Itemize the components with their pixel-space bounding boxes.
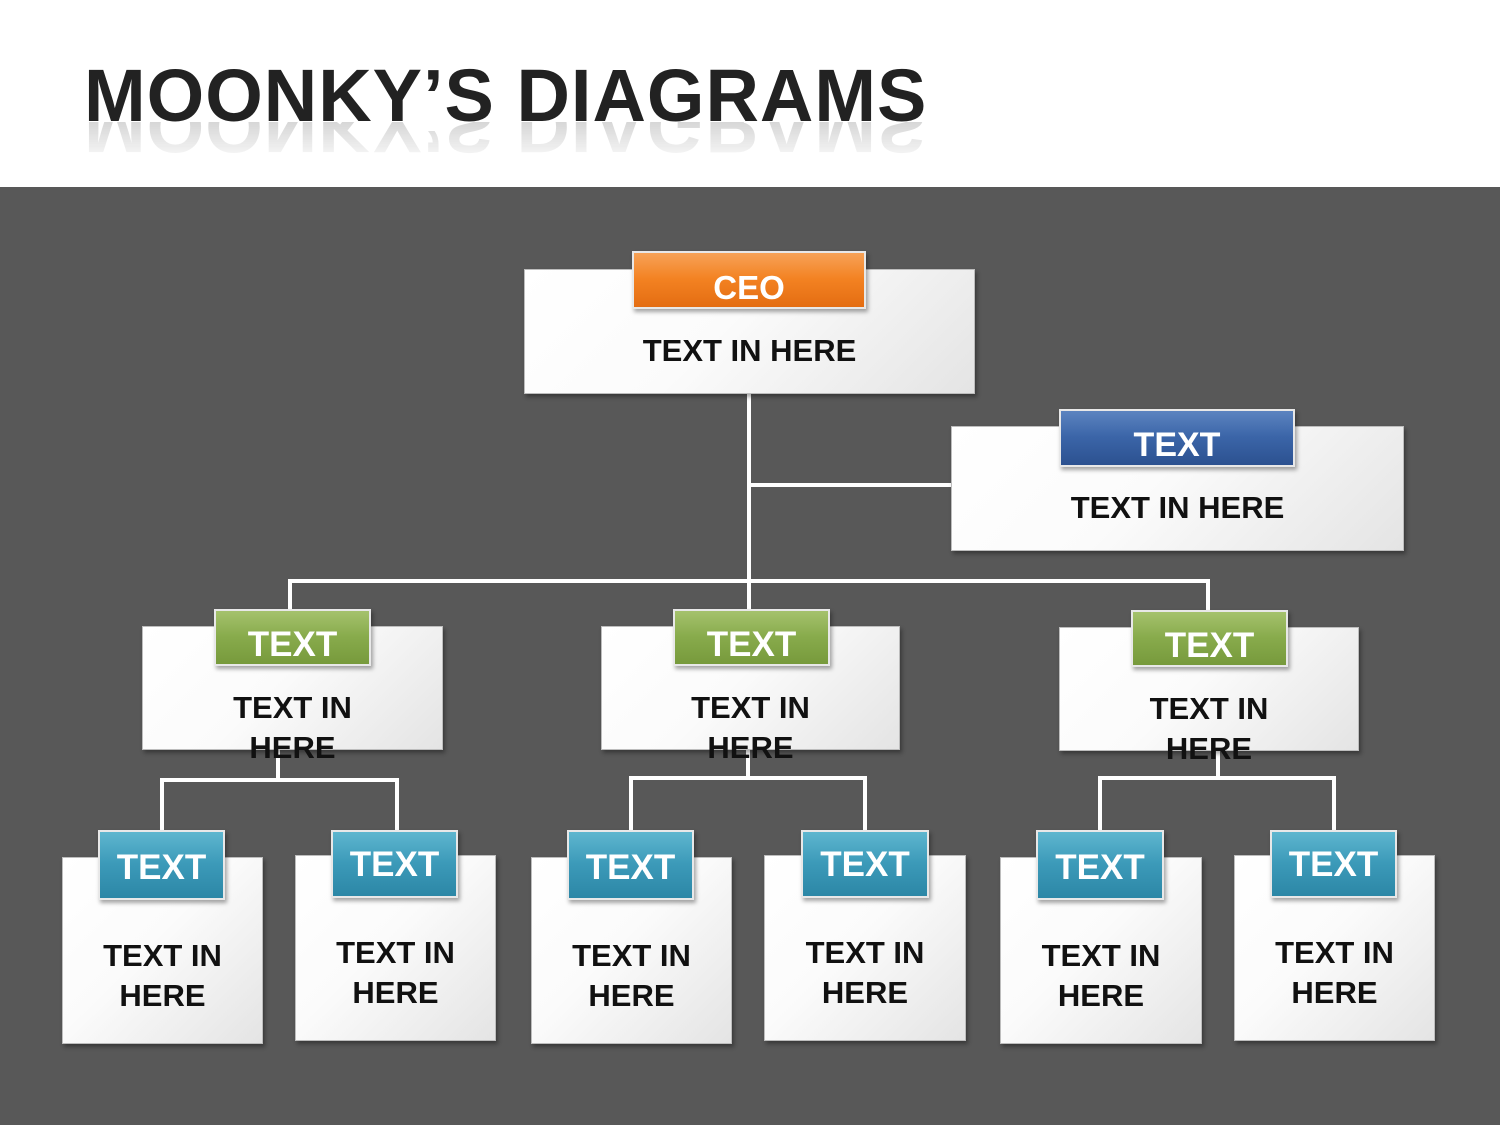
manager-tag-3: TEXT [1131, 610, 1288, 667]
staff-tag-3: TEXT [567, 830, 694, 900]
manager-tag-1: TEXT [214, 609, 371, 666]
staff-box-6: TEXT IN HERE [1234, 855, 1435, 1041]
manager-text-2-line1: TEXT IN [691, 690, 810, 725]
manager-text-3-line2: HERE [1165, 731, 1253, 766]
manager-text-2-line2: HERE [707, 730, 794, 765]
staff-text-5-line2: HERE [1057, 978, 1145, 1013]
staff-text-6-line2: HERE [1291, 975, 1378, 1010]
manager-box-3: TEXT IN HERE [1059, 627, 1359, 766]
staff-text-5-line1: TEXT IN [1041, 938, 1161, 973]
staff-text-4-line2: HERE [821, 975, 909, 1010]
staff-tag-2: TEXT [331, 830, 458, 898]
staff-text-4-line1: TEXT IN [805, 935, 925, 970]
staff-tag-4: TEXT [801, 830, 929, 898]
staff-text-3-line2: HERE [588, 978, 675, 1013]
title-group: MOONKY’S DIAGRAMS MOONKY’S DIAGRAMS [84, 54, 928, 167]
staff-text-2-line1: TEXT IN [336, 935, 455, 970]
assistant-tag: TEXT [1059, 409, 1295, 467]
staff-tag-1: TEXT [98, 830, 225, 900]
staff-text-3-line1: TEXT IN [572, 938, 691, 973]
assistant-text: TEXT IN HERE [1070, 490, 1285, 525]
staff-text-2-line2: HERE [352, 975, 439, 1010]
slide-header: MOONKY’S DIAGRAMS MOONKY’S DIAGRAMS [0, 0, 1500, 187]
manager-box-1: TEXT IN HERE [142, 626, 443, 765]
manager-text-1-line2: HERE [249, 730, 336, 765]
staff-box-5: TEXT IN HERE [1000, 857, 1202, 1044]
ceo-text: TEXT IN HERE [642, 333, 857, 368]
staff-text-1-line1: TEXT IN [103, 938, 222, 973]
manager-text-3-line1: TEXT IN [1149, 691, 1269, 726]
staff-text-6-line1: TEXT IN [1275, 935, 1394, 970]
staff-text-1-line2: HERE [119, 978, 206, 1013]
staff-tag-6: TEXT [1270, 830, 1397, 898]
page-title: MOONKY’S DIAGRAMS [84, 54, 928, 137]
staff-tag-5: TEXT [1036, 830, 1164, 900]
manager-text-1-line1: TEXT IN [233, 690, 352, 725]
manager-tag-2: TEXT [673, 609, 830, 666]
ceo-tag: CEO [632, 251, 866, 309]
